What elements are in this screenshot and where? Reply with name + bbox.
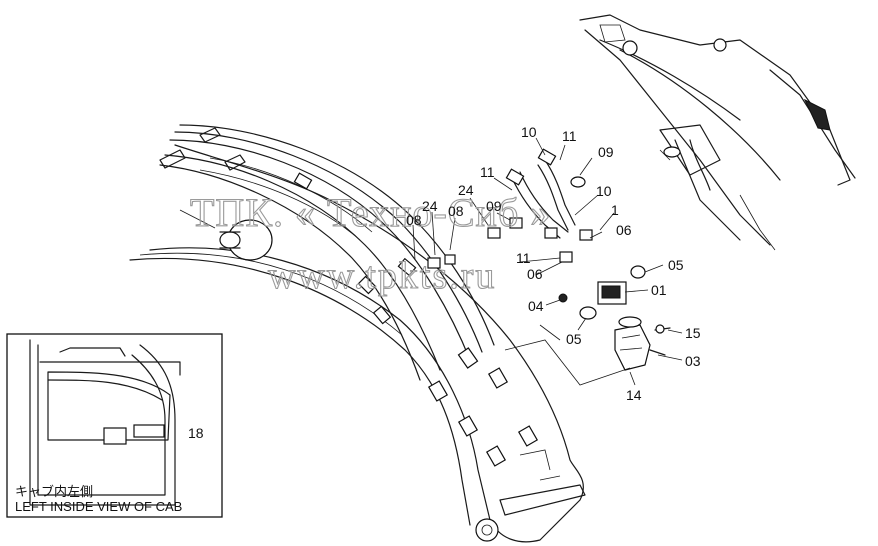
callout-03: 03 — [685, 353, 701, 369]
callout-24: 24 — [458, 182, 474, 198]
arm-assembly — [579, 14, 856, 251]
callout-06: 06 — [527, 266, 543, 282]
boom-pin-icon — [475, 518, 499, 542]
cylinder-pin — [179, 209, 273, 261]
cab-inset: キャブ内左側 LEFT INSIDE VIEW OF CAB — [6, 333, 223, 518]
callout-14: 14 — [626, 387, 642, 403]
watermark-line-2: www.tpkts.ru — [268, 255, 496, 297]
hose-bundle — [159, 124, 539, 467]
callout-10: 10 — [521, 124, 537, 140]
inset-caption-jp: キャブ内左側 — [15, 484, 93, 499]
callout-11: 11 — [480, 164, 495, 180]
callout-11: 11 — [516, 250, 531, 266]
inset-caption-en: LEFT INSIDE VIEW OF CAB — [15, 499, 182, 514]
callout-08: 08 — [448, 203, 464, 219]
callout-06: 06 — [616, 222, 632, 238]
callout-15: 15 — [685, 325, 701, 341]
callout-01: 01 — [651, 282, 667, 298]
callout-11: 11 — [562, 128, 577, 144]
inset-frame — [6, 333, 223, 518]
bracket — [614, 316, 651, 371]
piping — [427, 148, 671, 386]
callout-24: 24 — [422, 198, 438, 214]
callout-09: 09 — [486, 198, 502, 214]
watermark-line-1: ТПК. « Техно-Сиб » — [190, 190, 551, 235]
callout-18: 18 — [188, 425, 204, 441]
callout-04: 04 — [528, 298, 544, 314]
callout-10: 10 — [596, 183, 612, 199]
callout-labels: 10 11 09 11 24 09 10 24 08 08 1 06 11 06… — [188, 124, 701, 441]
component-18 — [103, 427, 127, 445]
callout-05: 05 — [668, 257, 684, 273]
callout-1: 1 — [611, 202, 619, 218]
callout-09: 09 — [598, 144, 614, 160]
valve-body — [597, 265, 646, 305]
callout-05: 05 — [566, 331, 582, 347]
callout-08: 08 — [406, 212, 422, 228]
